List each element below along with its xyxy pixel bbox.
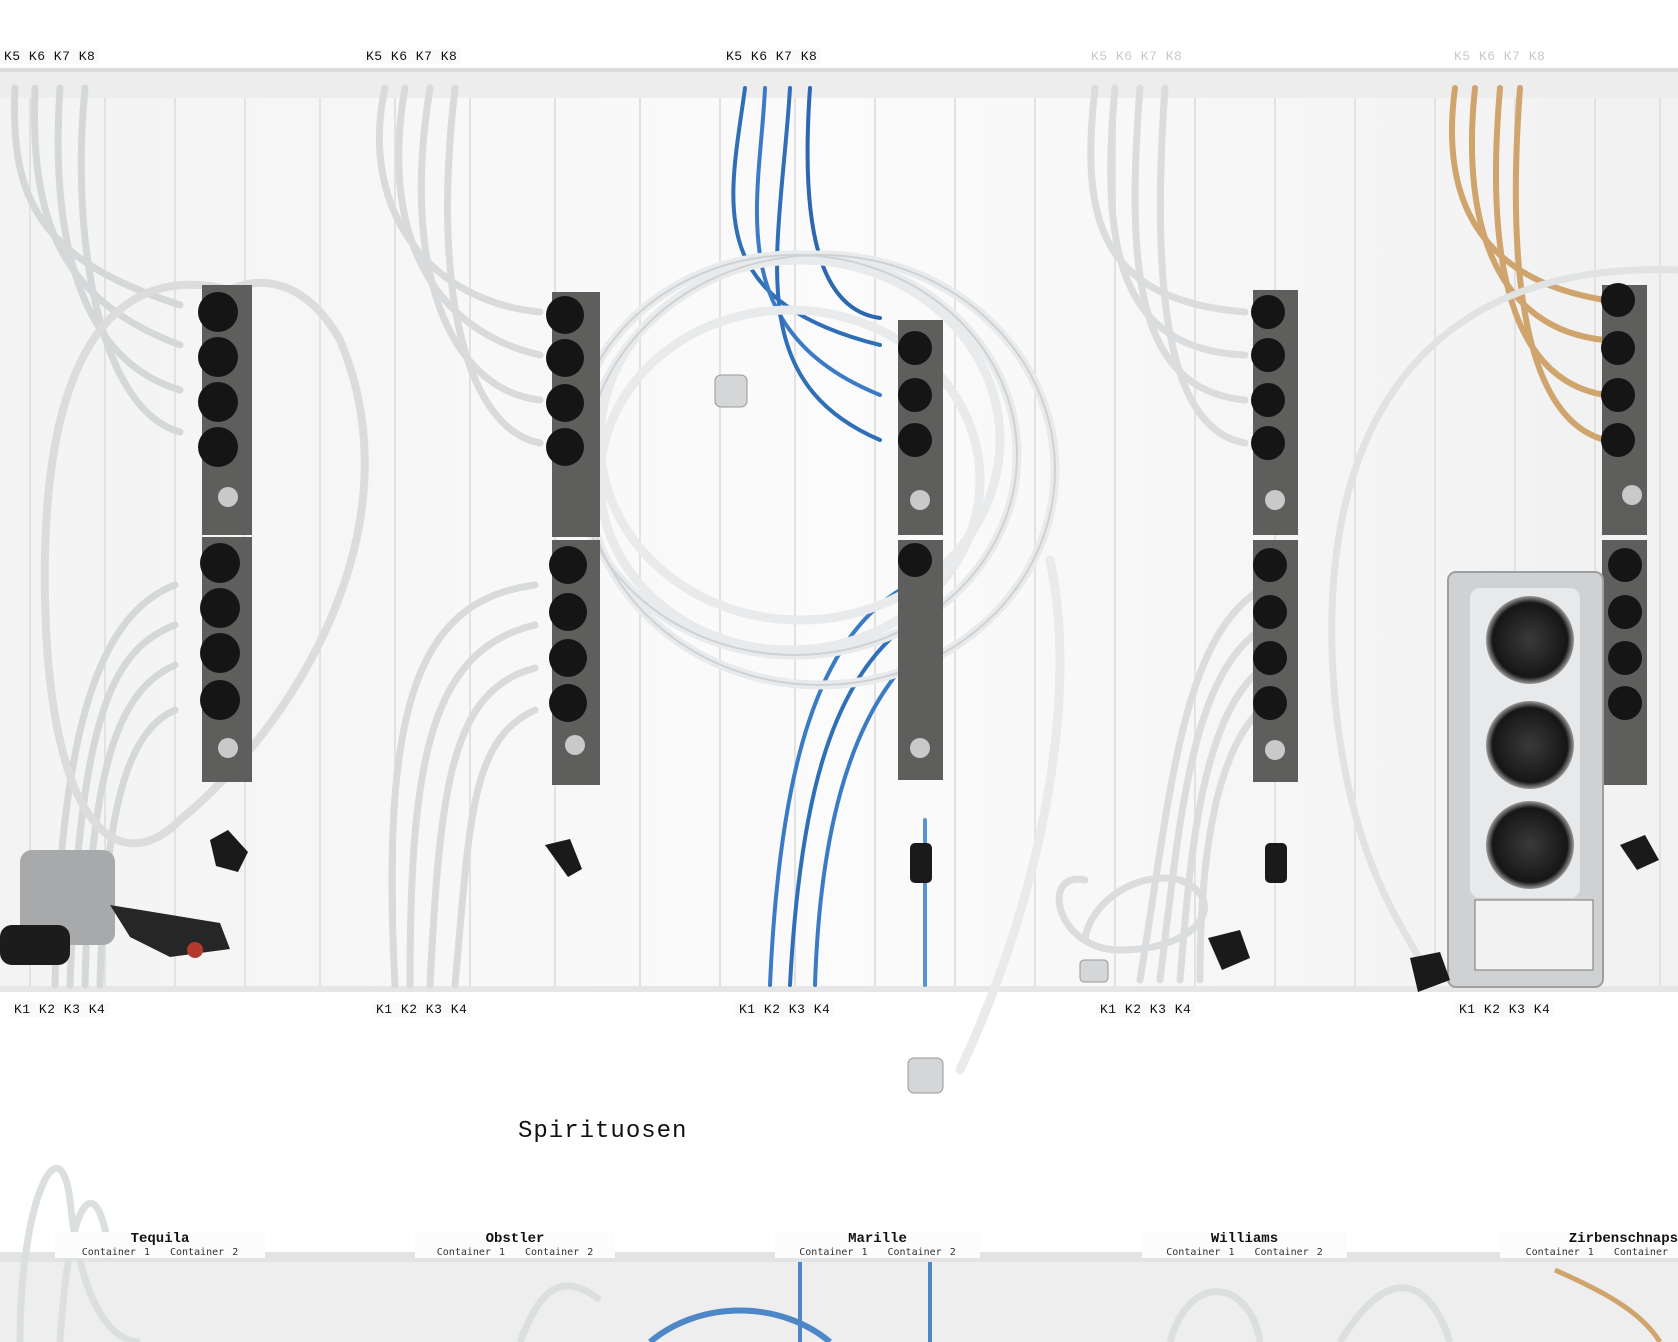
tubes-group-4: [1055, 84, 1264, 984]
bottom-label-group-4: K1 K2 K3 K4: [1096, 1002, 1196, 1017]
container-2-label: Container 2: [887, 1247, 956, 1258]
container-2-label: Container 2: [1254, 1247, 1323, 1258]
bottom-label-group-5: K1 K2 K3 K4: [1455, 1002, 1555, 1017]
top-label-group-1: K5 K6 K7 K8: [0, 49, 100, 64]
container-1-label: Container 1: [436, 1247, 505, 1258]
container-1-label: Container 1: [1525, 1247, 1594, 1258]
manifold-4: [1251, 290, 1298, 883]
wall-panel: [0, 70, 1678, 1000]
container-2-label: Container 2: [170, 1247, 239, 1258]
spirit-name: Williams: [1210, 1231, 1279, 1247]
manifold-1: [198, 285, 252, 872]
tubes-group-3-blue: [731, 86, 928, 987]
spirit-label-obstler: Obstler Container 1 Container 2: [415, 1232, 615, 1258]
spirit-name: Zirbenschnaps: [1568, 1231, 1678, 1247]
manifold-5: [1601, 283, 1659, 870]
spirit-name: Obstler: [485, 1231, 545, 1247]
top-label-group-3: K5 K6 K7 K8: [722, 49, 822, 64]
manifold-2: [545, 292, 600, 877]
bottom-label-group-2: K1 K2 K3 K4: [372, 1002, 472, 1017]
spirit-label-marille: Marille Container 1 Container 2: [775, 1232, 980, 1258]
manifold-3: [898, 320, 943, 883]
gauge-panel: [1447, 571, 1604, 988]
top-shelf: [0, 0, 1678, 70]
container-2-label: Container: [1613, 1247, 1668, 1258]
spirit-label-zirbenschnaps: Zirbenschnaps Container 1 Container: [1500, 1232, 1678, 1258]
container-1-label: Container 1: [81, 1247, 150, 1258]
top-label-group-5: K5 K6 K7 K8: [1454, 49, 1546, 64]
bottom-label-group-3: K1 K2 K3 K4: [735, 1002, 835, 1017]
spirit-label-tequila: Tequila Container 1 Container 2: [55, 1232, 265, 1258]
container-1-label: Container 1: [799, 1247, 868, 1258]
hose-connectors: [714, 374, 1109, 1094]
container-2-label: Container 2: [525, 1247, 594, 1258]
category-title: Spirituosen: [504, 1116, 702, 1149]
spirit-label-williams: Williams Container 1 Container 2: [1142, 1232, 1347, 1258]
container-1-label: Container 1: [1166, 1247, 1235, 1258]
beer-tap: [0, 850, 230, 965]
spirit-name: Tequila: [130, 1231, 190, 1247]
top-label-group-4: K5 K6 K7 K8: [1091, 49, 1183, 64]
bottom-label-group-1: K1 K2 K3 K4: [10, 1002, 110, 1017]
spirit-name: Marille: [848, 1231, 907, 1247]
tubes-group-2: [375, 84, 544, 989]
bottom-shelf: [0, 988, 1678, 1258]
top-label-group-2: K5 K6 K7 K8: [362, 49, 462, 64]
